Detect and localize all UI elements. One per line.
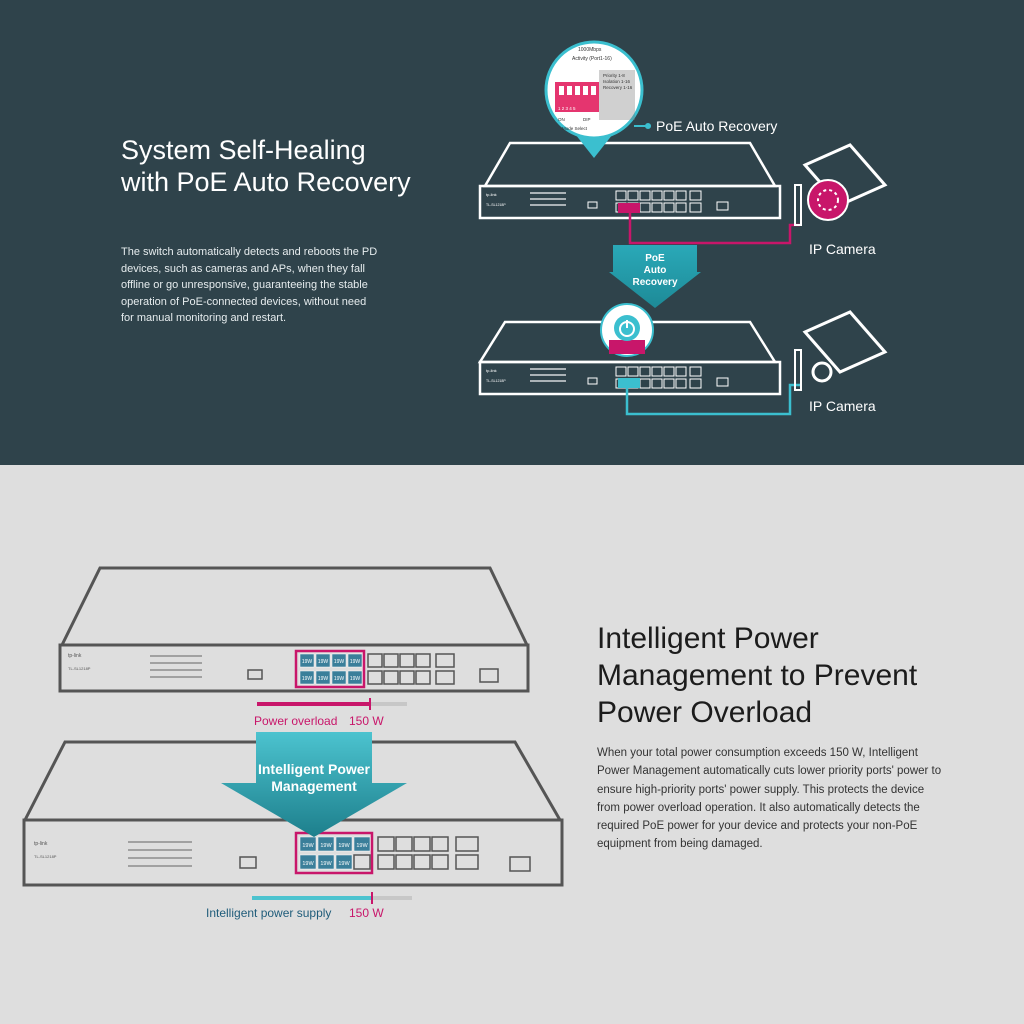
svg-text:19W: 19W xyxy=(338,843,350,849)
svg-text:19W: 19W xyxy=(350,659,361,665)
svg-text:19W: 19W xyxy=(356,843,368,849)
ip-camera-online xyxy=(794,310,888,391)
svg-text:TL-SL1218P: TL-SL1218P xyxy=(486,379,506,383)
svg-text:19W: 19W xyxy=(338,861,350,867)
svg-text:19W: 19W xyxy=(320,843,332,849)
power-management-illustration: tp-link TL-SL1218P 19W 19W 19W 19W 19W 19W 19… xyxy=(22,566,564,920)
section2-description: When your total power consumption exceed… xyxy=(597,747,942,851)
svg-text:PoE: PoE xyxy=(645,253,665,264)
svg-text:Activity (Port1-16): Activity (Port1-16) xyxy=(572,56,612,62)
svg-text:1 2 3 4 5: 1 2 3 4 5 xyxy=(558,106,576,111)
svg-text:19W: 19W xyxy=(302,676,313,682)
svg-text:tp-link: tp-link xyxy=(68,653,82,659)
power-restart-callout xyxy=(600,303,654,357)
svg-text:19W: 19W xyxy=(320,861,332,867)
led-grid xyxy=(530,192,566,206)
svg-text:Management: Management xyxy=(271,778,357,794)
poe-auto-recovery-arrow: PoE Auto Recovery xyxy=(609,245,701,308)
section2-title: Intelligent Power Management to Prevent … xyxy=(597,622,918,729)
brand-logo: tp-link xyxy=(486,192,497,197)
camera-label-1: IP Camera xyxy=(809,241,876,257)
svg-text:Mode Select: Mode Select xyxy=(562,126,588,131)
ip-camera-offline xyxy=(794,143,888,226)
svg-text:1000Mbps: 1000Mbps xyxy=(578,47,602,53)
svg-text:19W: 19W xyxy=(334,676,345,682)
svg-text:Recovery 1-16: Recovery 1-16 xyxy=(603,85,633,90)
svg-text:Intelligent Power: Intelligent Power xyxy=(258,761,371,777)
svg-text:Recovery: Recovery xyxy=(632,277,677,288)
section1-description: The switch automatically detects and reb… xyxy=(121,246,378,324)
svg-text:DIP: DIP xyxy=(583,117,591,122)
supply-value: 150 W xyxy=(349,906,384,920)
poe-recovery-illustration: tp-link TL-SL1218P IP Camera xyxy=(477,40,888,416)
overload-bar xyxy=(257,698,407,710)
svg-text:TL-SL1218P: TL-SL1218P xyxy=(34,854,57,859)
svg-text:tp-link: tp-link xyxy=(486,368,497,373)
svg-text:19W: 19W xyxy=(334,659,345,665)
camera-label-2: IP Camera xyxy=(809,398,876,414)
section-poe-recovery xyxy=(0,0,1024,465)
overload-label: Power overload xyxy=(254,714,337,728)
overload-value: 150 W xyxy=(349,714,384,728)
supply-label: Intelligent power supply xyxy=(206,906,331,920)
intelligent-power-management-arrow: Intelligent Power Management xyxy=(221,732,407,837)
switch-offline: tp-link TL-SL1218P xyxy=(478,141,782,220)
svg-text:19W: 19W xyxy=(302,843,314,849)
section-power-management xyxy=(0,465,1024,1024)
svg-text:tp-link: tp-link xyxy=(34,841,48,847)
svg-text:19W: 19W xyxy=(302,861,314,867)
svg-text:19W: 19W xyxy=(302,659,313,665)
svg-text:19W: 19W xyxy=(318,659,329,665)
svg-text:Priority 1-8: Priority 1-8 xyxy=(603,73,625,78)
svg-text:Auto: Auto xyxy=(644,265,667,276)
svg-text:19W: 19W xyxy=(350,676,361,682)
svg-text:19W: 19W xyxy=(318,676,329,682)
svg-text:Isolation 1-16: Isolation 1-16 xyxy=(603,79,631,84)
switch-overload: tp-link TL-SL1218P 19W 19W 19W 19W 19W 19W 19… xyxy=(58,566,530,693)
brand-model: TL-SL1218P xyxy=(486,203,506,207)
dip-switch-callout: 1000Mbps Activity (Port1-16) Priority 1-… xyxy=(544,40,644,158)
switch-recovered: tp-link TL-SL1218P xyxy=(477,320,782,396)
svg-text:TL-SL1218P: TL-SL1218P xyxy=(68,666,91,671)
svg-text:ON: ON xyxy=(558,117,565,122)
supply-bar xyxy=(252,892,412,904)
section1-title: System Self-Healing with PoE Auto Recove… xyxy=(121,135,411,197)
callout-label: PoE Auto Recovery xyxy=(656,118,777,134)
